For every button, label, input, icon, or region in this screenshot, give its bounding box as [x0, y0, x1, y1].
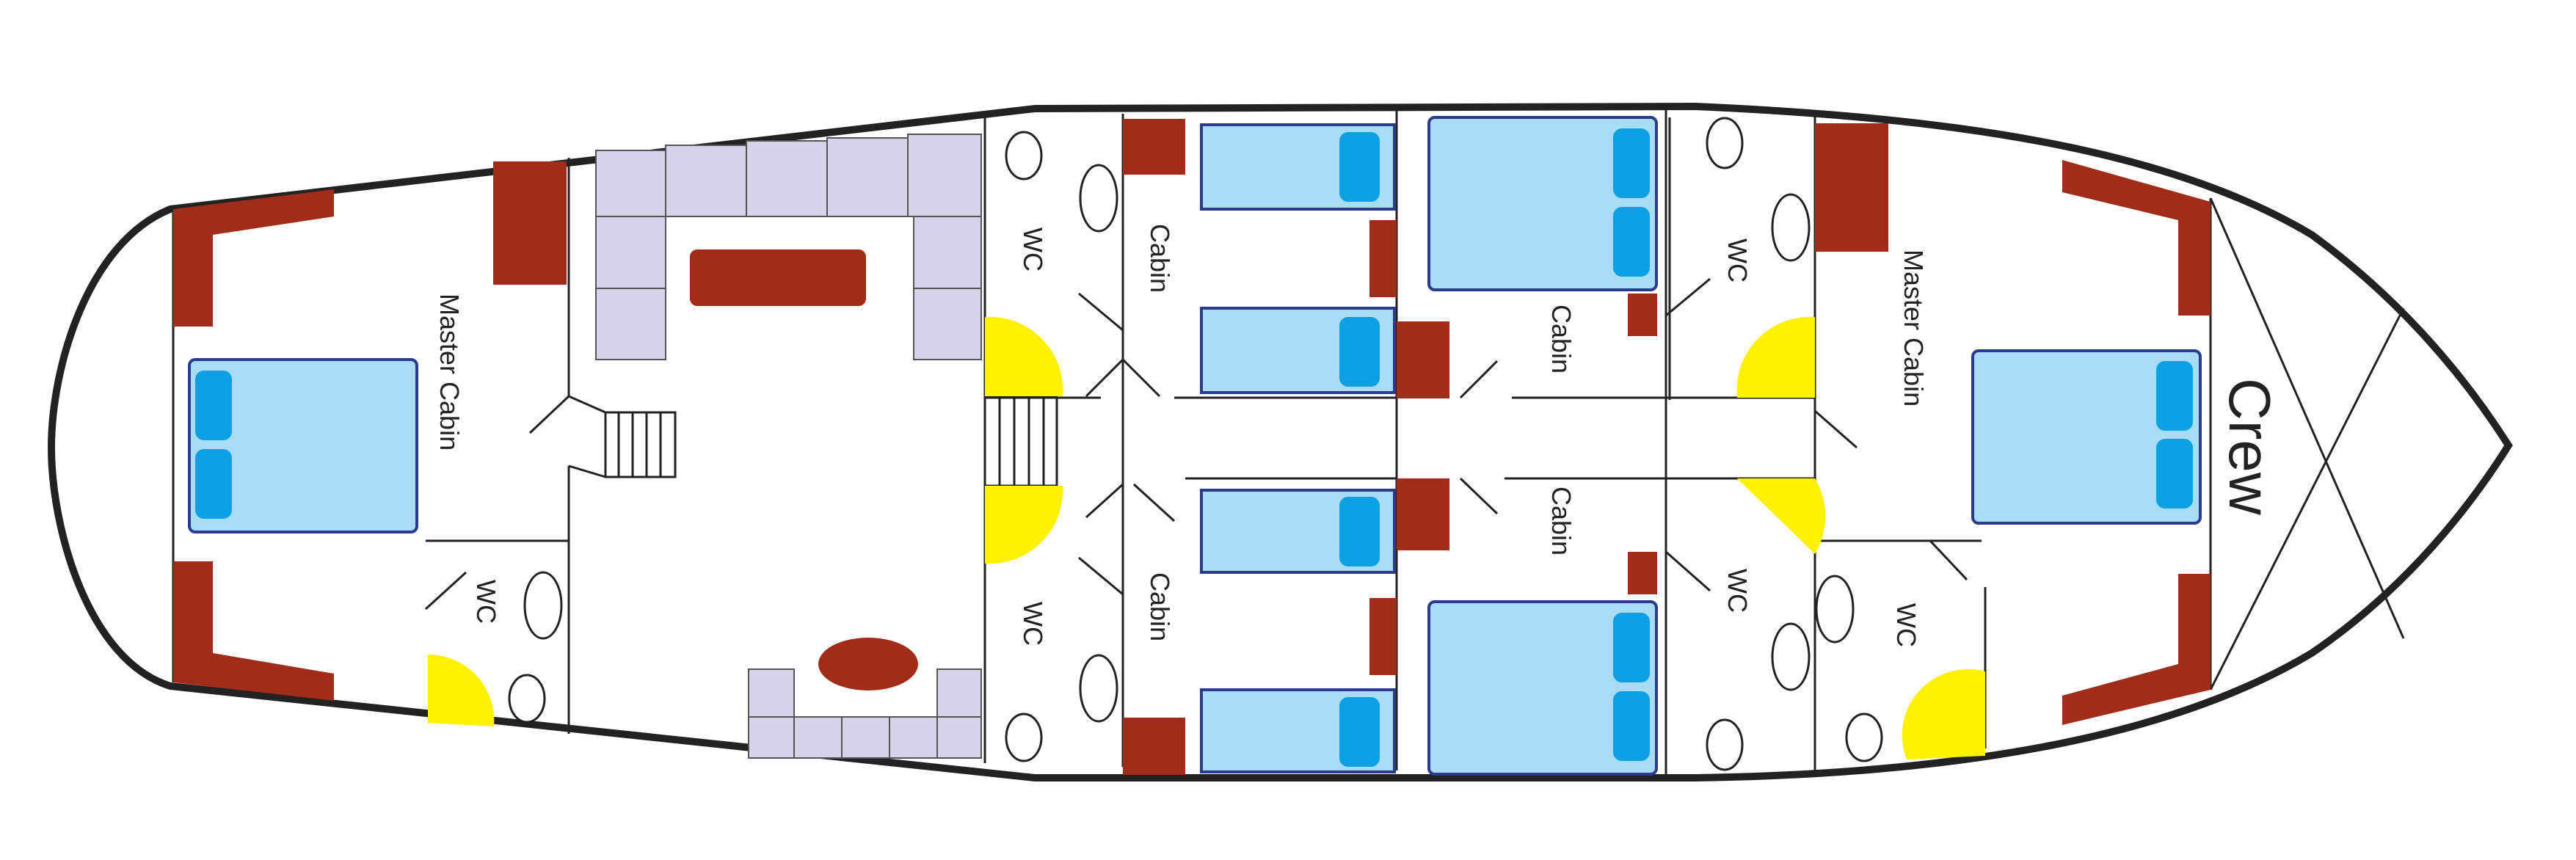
label-wc-aft: WC	[471, 580, 501, 624]
double-bed-starboard-2	[1427, 600, 1658, 776]
label-wc-starboard-1: WC	[1722, 238, 1753, 283]
stairs-saloon	[528, 395, 677, 478]
closets	[173, 119, 2211, 775]
showers	[428, 316, 1985, 759]
label-cabin-starboard-2: Cabin	[1546, 487, 1576, 555]
label-master-cabin-aft: Master Cabin	[434, 294, 465, 451]
label-cabin-starboard-1: Cabin	[1546, 305, 1576, 373]
dining-table	[818, 638, 918, 690]
label-wc-port-1: WC	[1018, 227, 1048, 272]
label-master-cabin-fwd: Master Cabin	[1899, 249, 1929, 407]
saloon-seating	[595, 134, 982, 759]
label-crew: Crew	[2217, 378, 2282, 515]
single-bed-port-2b	[1200, 688, 1396, 773]
label-wc-fwd: WC	[1891, 603, 1921, 647]
double-bed-aft-master	[188, 358, 418, 533]
doors	[424, 277, 1968, 611]
wc-fixtures	[508, 117, 1883, 771]
double-bed-fwd-master	[1971, 349, 2202, 525]
label-wc-port-2: WC	[1018, 602, 1048, 646]
double-bed-starboard-1	[1427, 116, 1658, 291]
saloon-table	[690, 249, 866, 306]
single-bed-port-1a	[1200, 123, 1396, 211]
label-cabin-port-1: Cabin	[1145, 224, 1175, 293]
label-cabin-port-2: Cabin	[1145, 572, 1175, 641]
single-bed-port-1b	[1200, 307, 1396, 394]
label-wc-starboard-2: WC	[1722, 569, 1753, 613]
single-bed-port-2a	[1200, 489, 1396, 574]
